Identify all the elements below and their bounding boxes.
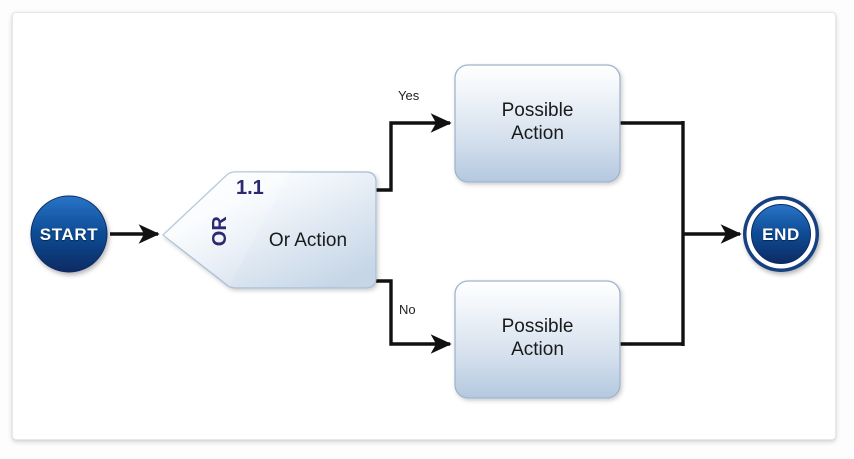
edge-or-to-yes [376, 113, 452, 192]
or-decision-number: 1.1 [236, 177, 264, 199]
connector-layer [110, 113, 742, 354]
node-end[interactable] [743, 196, 819, 272]
edge-label-yes: Yes [398, 88, 420, 103]
possible-action-no-label: Possible Action [455, 315, 620, 361]
end-node-label: END [762, 225, 800, 244]
node-start[interactable] [30, 195, 108, 273]
possible-action-no-line1: Possible [501, 316, 574, 337]
or-gateway-label: OR [208, 216, 231, 247]
possible-action-yes-label: Possible Action [455, 99, 620, 145]
possible-action-yes-line2: Action [511, 123, 564, 145]
node-or-decision[interactable] [162, 171, 377, 289]
or-decision-label: Or Action [268, 230, 348, 251]
edge-or-to-no [376, 279, 452, 354]
edge-label-no: No [399, 302, 416, 317]
possible-action-yes-line1: Possible [501, 100, 574, 121]
node-possible-action-no[interactable] [454, 280, 621, 399]
node-possible-action-yes[interactable] [454, 64, 621, 183]
possible-action-no-line2: Action [511, 339, 564, 361]
start-node-label: START [39, 225, 99, 244]
